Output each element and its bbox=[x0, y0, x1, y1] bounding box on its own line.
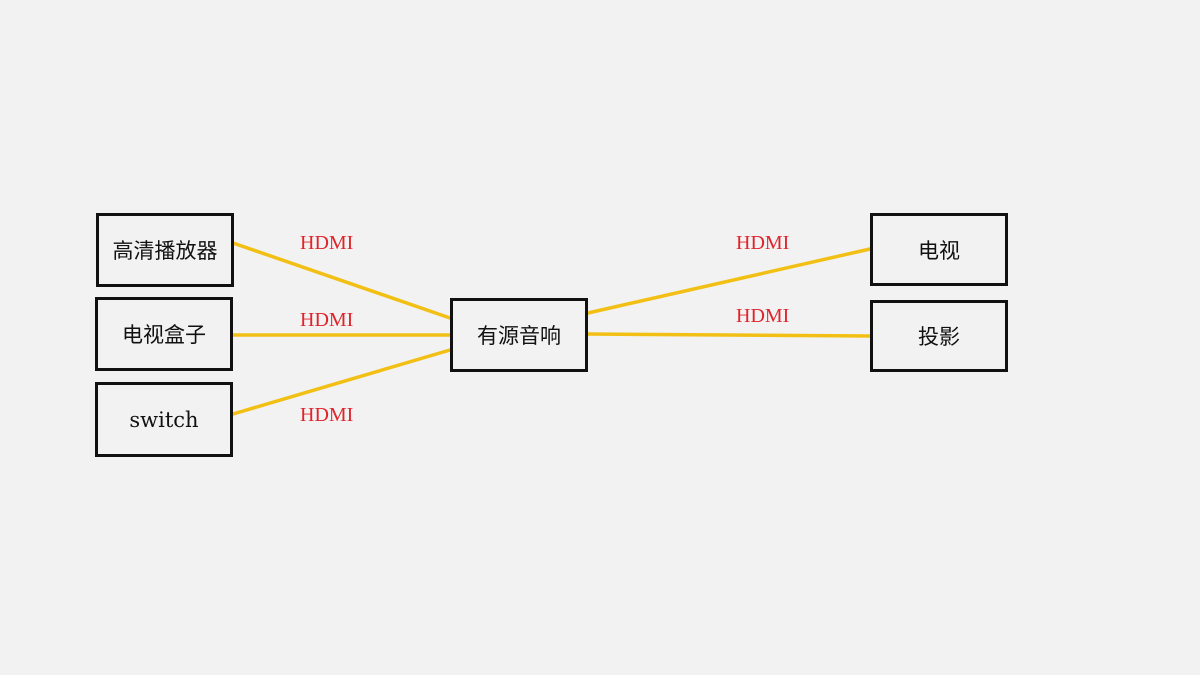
wire-label-tv-box: HDMI bbox=[300, 309, 354, 331]
wire-speaker-to-projector bbox=[586, 332, 872, 338]
node-projector-label: 投影 bbox=[918, 325, 960, 349]
node-tv-label: 电视 bbox=[918, 238, 960, 263]
wire-label-switch: HDMI bbox=[300, 404, 354, 426]
node-speaker: 有源音响 bbox=[450, 298, 588, 372]
wire-speaker-to-tv bbox=[586, 247, 872, 315]
wire-switch-to-speaker bbox=[231, 348, 452, 416]
wire-label-hd-player: HDMI bbox=[300, 232, 354, 254]
node-switch: switch bbox=[95, 382, 233, 457]
node-switch-label: switch bbox=[129, 407, 199, 432]
node-hd-player-label: 高清播放器 bbox=[112, 239, 218, 263]
node-tv-box-label: 电视盒子 bbox=[122, 323, 206, 347]
node-projector: 投影 bbox=[870, 300, 1008, 372]
wire-label-projector: HDMI bbox=[736, 305, 790, 327]
node-speaker-label: 有源音响 bbox=[477, 324, 561, 348]
wire-hd-player-to-speaker bbox=[231, 241, 452, 320]
node-tv-box: 电视盒子 bbox=[95, 297, 233, 371]
wire-label-tv: HDMI bbox=[736, 232, 790, 254]
node-hd-player: 高清播放器 bbox=[96, 213, 234, 287]
node-tv: 电视 bbox=[870, 213, 1008, 286]
